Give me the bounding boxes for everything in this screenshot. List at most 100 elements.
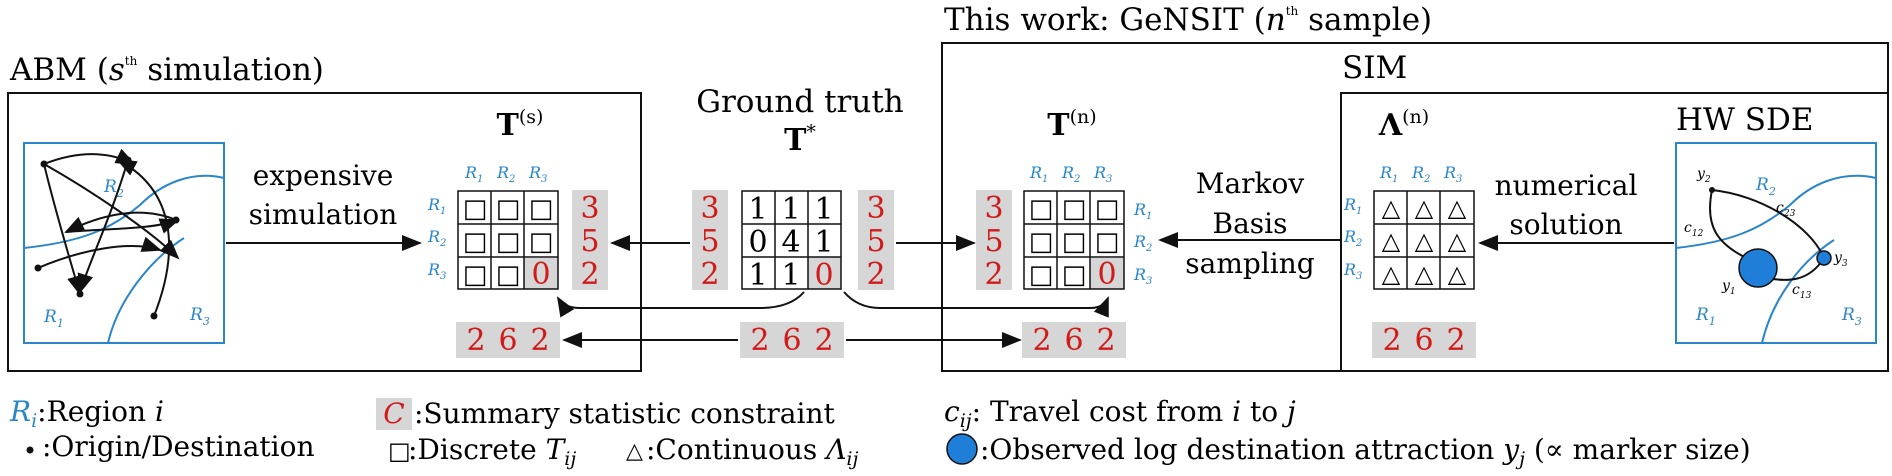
- svg-text:6: 6: [1414, 323, 1433, 358]
- svg-text:□: □: [529, 227, 554, 257]
- svg-text:C: C: [383, 397, 404, 430]
- label-simulation: simulation: [249, 198, 398, 231]
- svg-text:△: △: [1448, 227, 1467, 255]
- svg-text:△: △: [1382, 260, 1401, 288]
- svg-text:□: □: [1062, 194, 1087, 224]
- ground-truth-title: Ground truth: [696, 84, 904, 120]
- abm-region-map: R2 R1 R3: [23, 142, 225, 344]
- svg-text:4: 4: [781, 225, 800, 260]
- lambda-matrix: R1 R2 R3 R1 R2 R3 △ △ △ △ △ △ △ △ △: [1343, 163, 1475, 290]
- svg-text:6: 6: [498, 323, 517, 358]
- label-numerical: numerical: [1495, 169, 1638, 202]
- svg-text:y1: y1: [1721, 278, 1736, 297]
- svg-text:2: 2: [700, 257, 719, 292]
- svg-text:□: □: [496, 260, 521, 290]
- svg-text:R3: R3: [189, 305, 210, 328]
- svg-text:□: □: [463, 260, 488, 290]
- label-markov: Markov: [1196, 167, 1305, 200]
- svg-text:□: □: [1062, 227, 1087, 257]
- svg-text:□: □: [463, 194, 488, 224]
- hw-region-map: R2 R1 R3 y2 y1 y3 c12 c23 c13: [1675, 142, 1877, 344]
- lambda-matrix-name: Λ(n): [1378, 106, 1429, 143]
- label-basis: Basis: [1213, 207, 1288, 240]
- svg-text:0: 0: [1097, 257, 1116, 292]
- svg-text:□: □: [1029, 227, 1054, 257]
- hwsde-title: HW SDE: [1676, 102, 1813, 138]
- svg-text:3: 3: [984, 191, 1003, 226]
- legend-continuous: :Continuous Λij: [646, 433, 858, 470]
- svg-text:□: □: [1095, 227, 1120, 257]
- svg-text:R1: R1: [427, 195, 446, 217]
- svg-text:R1: R1: [1343, 195, 1362, 217]
- ground-truth-col-sums: 2 6 2: [750, 323, 833, 358]
- svg-text:2: 2: [530, 323, 549, 358]
- svg-text:△: △: [1448, 260, 1467, 288]
- abm-frame: [7, 92, 642, 372]
- svg-text:c13: c13: [1792, 282, 1812, 301]
- tn-matrix: R1 R2 R3 R1 R2 R3 3 5 2 □ □ □ □ □ □ □ □: [976, 163, 1152, 292]
- legend-attraction: :Observed log destination attraction yj …: [980, 433, 1751, 470]
- legend-constraint: :Summary statistic constraint: [414, 397, 835, 430]
- svg-text:5: 5: [866, 224, 885, 259]
- svg-text:5: 5: [984, 224, 1003, 259]
- ground-truth-matrix: 3 5 2 1 1 1 0 4 1 1 1 0 3 5 2: [692, 190, 894, 293]
- svg-text:c23: c23: [1776, 200, 1796, 219]
- legend-region: Ri:Region i: [9, 395, 164, 432]
- svg-text:△: △: [1415, 260, 1434, 288]
- svg-text:2: 2: [750, 323, 769, 358]
- svg-text:1: 1: [748, 192, 767, 227]
- svg-text:0: 0: [814, 258, 833, 293]
- sim-frame: [1340, 92, 1889, 372]
- svg-text:1: 1: [781, 192, 800, 227]
- svg-text:c12: c12: [1684, 220, 1704, 239]
- svg-text:△: △: [1415, 194, 1434, 222]
- ts-matrix-name: T(s): [497, 106, 544, 143]
- genit-title: This work: GeNSIT (nth sample): [944, 2, 1432, 38]
- svg-text:△: △: [1382, 227, 1401, 255]
- legend: Ri:Region i :Origin/Destination C :Summa…: [9, 395, 1751, 470]
- legend-discrete: :Discrete Tij: [408, 433, 576, 470]
- svg-text:R1: R1: [1379, 163, 1398, 185]
- svg-text:R2: R2: [496, 163, 515, 185]
- svg-text:R2: R2: [427, 227, 446, 249]
- legend-discrete-sym: □: [388, 437, 411, 465]
- svg-text:△: △: [1415, 227, 1434, 255]
- svg-text:3: 3: [580, 191, 599, 226]
- svg-text:□: □: [496, 227, 521, 257]
- svg-text:△: △: [1382, 194, 1401, 222]
- svg-text:R2: R2: [1061, 163, 1080, 185]
- ts-col-sums: 2 6 2: [466, 323, 549, 358]
- tn-matrix-name: T(n): [1047, 106, 1096, 143]
- svg-text:△: △: [1448, 194, 1467, 222]
- svg-text:1: 1: [781, 258, 800, 293]
- svg-text:3: 3: [700, 191, 719, 226]
- svg-text:0: 0: [748, 225, 767, 260]
- svg-text:2: 2: [866, 257, 885, 292]
- legend-continuous-sym: △: [626, 439, 643, 464]
- svg-text:R3: R3: [427, 260, 446, 282]
- svg-text:2: 2: [814, 323, 833, 358]
- svg-text:1: 1: [748, 258, 767, 293]
- lambda-col-sums: 2 6 2: [1382, 323, 1465, 358]
- svg-text:2: 2: [466, 323, 485, 358]
- svg-text:5: 5: [580, 224, 599, 259]
- svg-text:□: □: [529, 194, 554, 224]
- svg-text:R3: R3: [1841, 305, 1862, 328]
- label-solution: solution: [1509, 208, 1622, 241]
- legend-od-dot: [26, 446, 34, 454]
- tstar-matrix-name: T*: [784, 121, 816, 158]
- legend-cost: cij: Travel cost from i to j: [944, 395, 1296, 432]
- svg-text:2: 2: [1446, 323, 1465, 358]
- ts-matrix: R1 R2 R3 R1 R2 R3 □ □ □ □ □ □ □ □ 0 3 5: [427, 163, 608, 292]
- svg-text:1: 1: [814, 225, 833, 260]
- svg-text:6: 6: [782, 323, 801, 358]
- svg-text:□: □: [496, 194, 521, 224]
- svg-text:2: 2: [984, 257, 1003, 292]
- svg-text:R1: R1: [464, 163, 483, 185]
- svg-text:□: □: [1062, 260, 1087, 290]
- abm-title: ABM (sth simulation): [9, 52, 324, 88]
- svg-text:R2: R2: [1755, 175, 1776, 198]
- svg-text:0: 0: [531, 257, 550, 292]
- svg-text:R2: R2: [1133, 232, 1152, 254]
